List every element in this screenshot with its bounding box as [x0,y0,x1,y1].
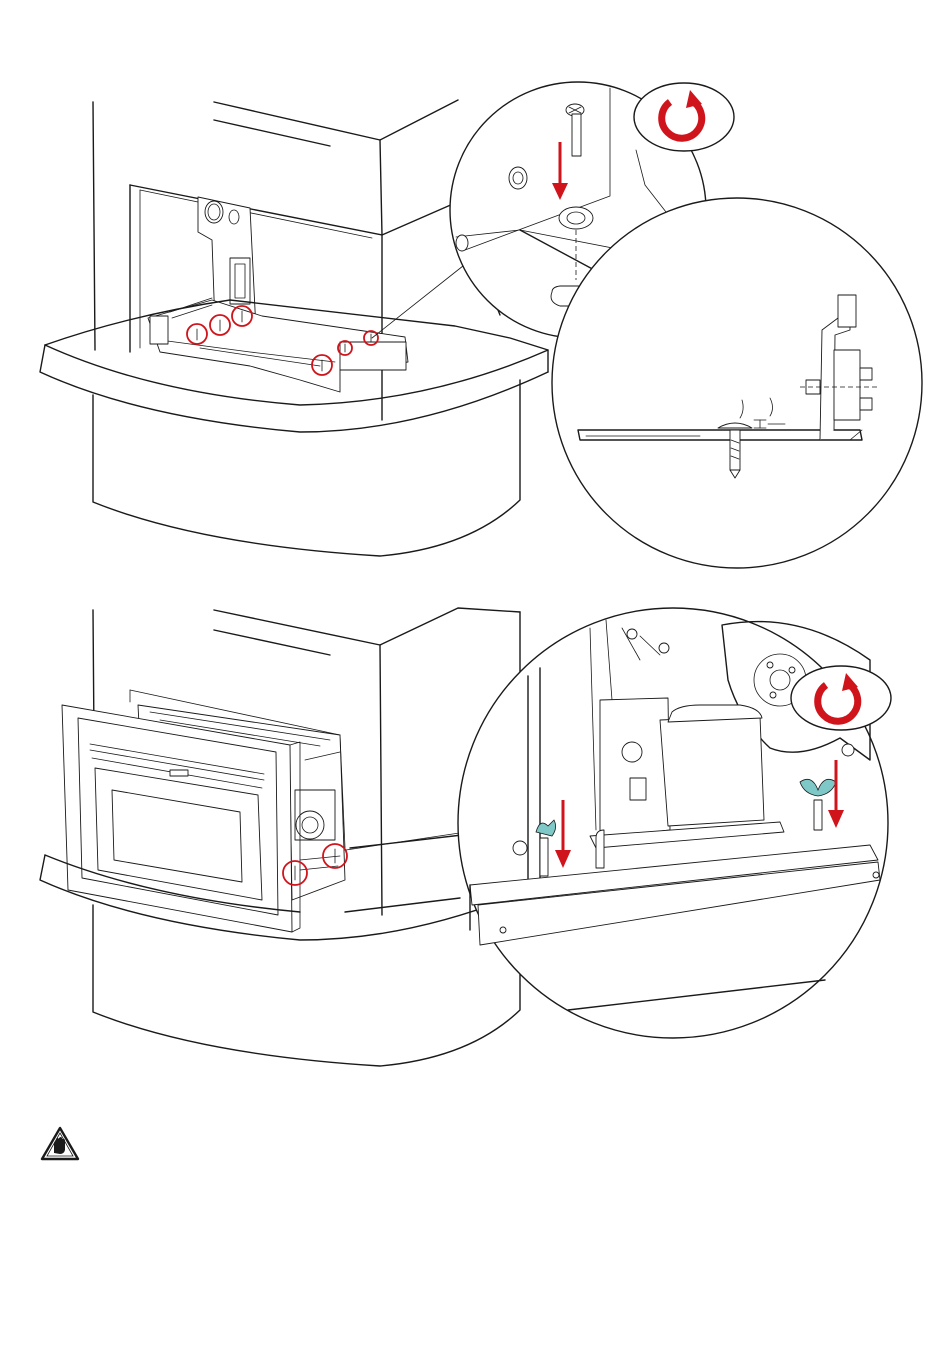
leader-line-bottom [346,832,466,850]
callout-clearance-detail [552,198,922,568]
rotate-clockwise-badge-top [634,83,734,151]
hand-warning-icon [42,1128,78,1159]
leader-line-top [372,262,468,338]
rotate-clockwise-badge-bottom [791,666,891,730]
figure-bottom [40,608,891,1066]
figure-top [40,82,922,568]
